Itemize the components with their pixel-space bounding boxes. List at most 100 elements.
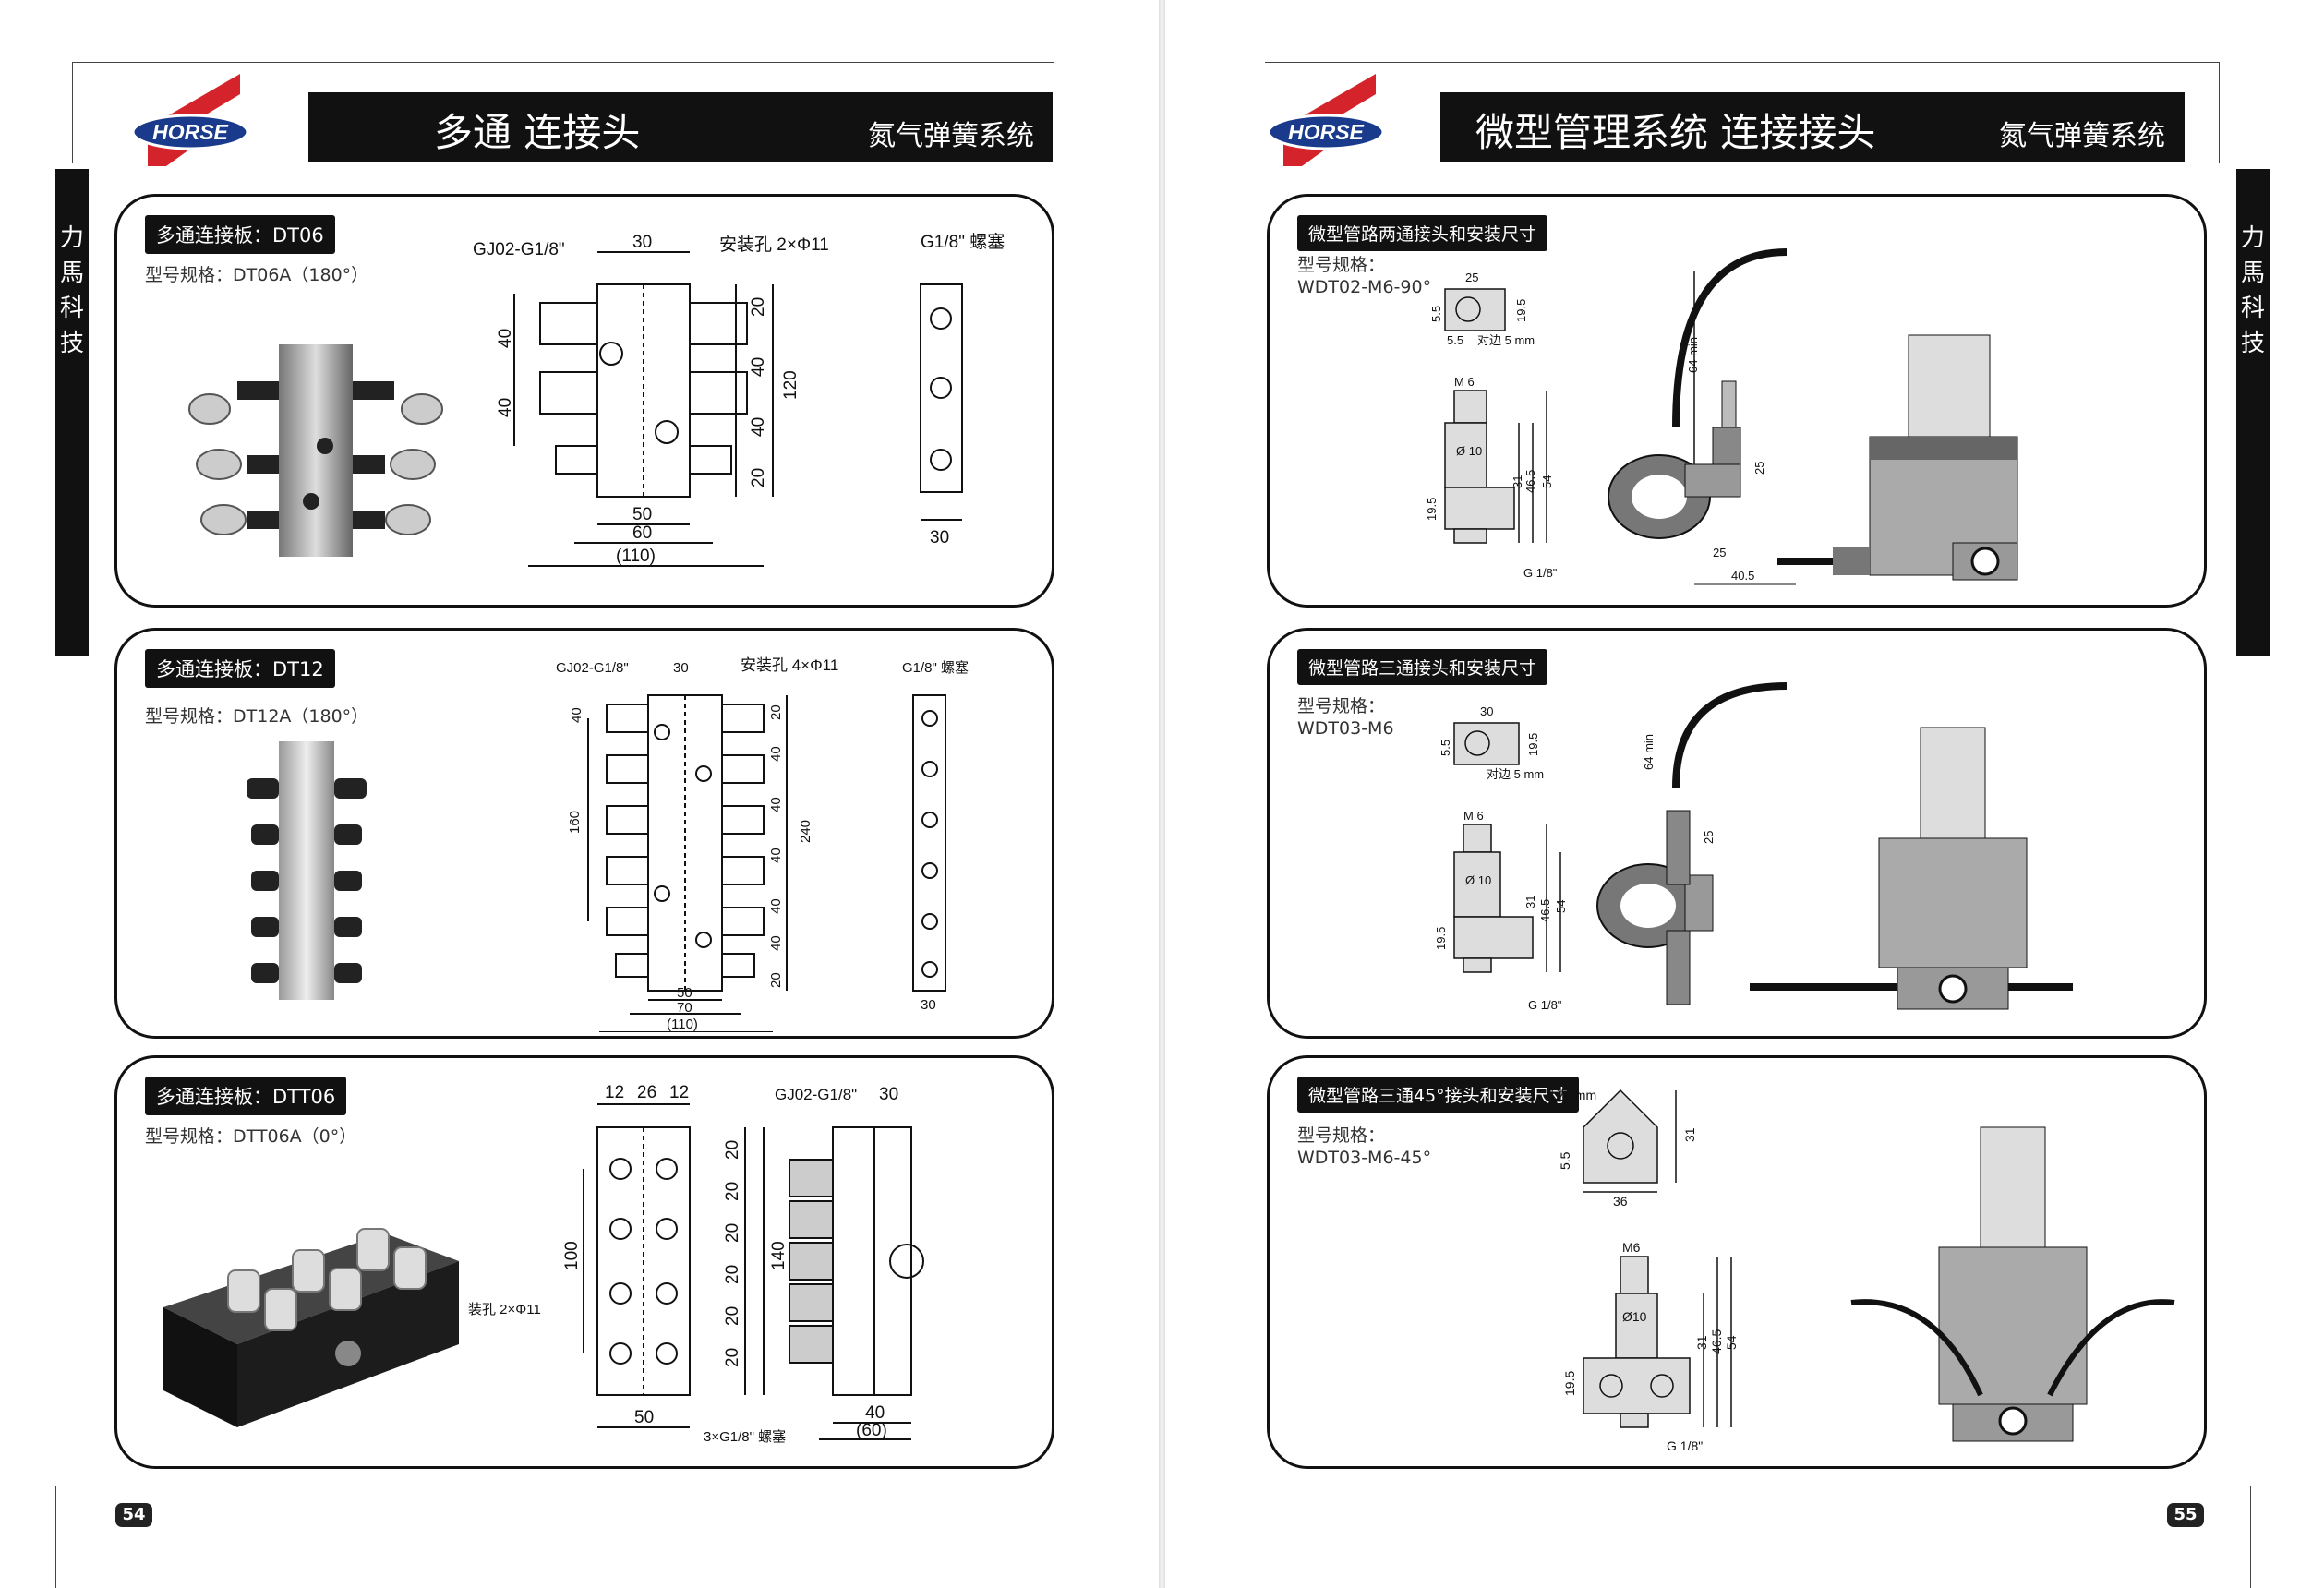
dimension-label: 30 (673, 660, 689, 676)
dimension-label: 20 (723, 1265, 742, 1284)
dimension-label: 30 (879, 1085, 898, 1104)
dimension-label: G1/8" 螺塞 (902, 659, 969, 676)
dimension-label: M6 (1622, 1240, 1641, 1255)
dimension-label: 40 (865, 1403, 885, 1423)
dimension-label: 对边 5 mm (1477, 333, 1535, 347)
horse-logo-icon: HORSE (131, 74, 249, 166)
dimension-label: G1/8" 螺塞 (921, 232, 1005, 252)
dimension-label: 20 (723, 1306, 742, 1326)
technical-drawing-dt12: GJ02-G1/8" 30 安装孔 4×Φ11 40 160 20 40 40 … (556, 656, 969, 1032)
dimension-label: 20 (723, 1140, 742, 1160)
dimension-label: 40 (768, 797, 784, 812)
panel-dt06: 多通连接板：DT06 型号规格：DT06A（180°） (114, 194, 1054, 608)
horse-logo-icon: HORSE (1267, 74, 1385, 166)
dimension-label: 46.5 (1538, 899, 1552, 922)
dimension-label: 安装孔 2×Φ11 (468, 1302, 541, 1317)
dimension-label: 40 (749, 417, 768, 437)
dimension-label: 40 (749, 357, 768, 377)
dimension-label: 20 (768, 972, 784, 988)
dimension-label: HORSE (1288, 120, 1364, 144)
dimension-label: 31 (1523, 896, 1537, 908)
dimension-label: 对边 5 mm (1487, 767, 1544, 781)
page-subtitle: 氮气弹簧系统 (868, 120, 1034, 152)
dimension-label: 20 (723, 1348, 742, 1367)
dimension-label: M 6 (1454, 375, 1475, 389)
dimension-label: 54 (1540, 475, 1554, 488)
right-header-bar: 微型管理系统 连接接头 氮气弹簧系统 (1440, 92, 2185, 162)
dimension-label: Ø 10 (1465, 873, 1491, 887)
product-tag: 多通连接板：DT06 (145, 215, 335, 254)
dimension-label: 25 (1465, 271, 1478, 284)
trim-line-right (2219, 62, 2220, 163)
dimension-label: G 1/8" (1528, 998, 1562, 1012)
page-number: 55 (2167, 1503, 2204, 1527)
dimension-label: 5.5 (1558, 1151, 1572, 1170)
dimension-label: 25 (1713, 546, 1726, 559)
dimension-label: 31 (1511, 475, 1524, 488)
dimension-label: 30 (930, 528, 949, 547)
dimension-label: 36 (1613, 1194, 1628, 1209)
dimension-label: 40 (496, 329, 515, 348)
panel-dtt06: 多通连接板：DTT06 型号规格：DTT06A（0°） (114, 1055, 1054, 1469)
product-tag: 微型管路三通接头和安装尺寸 (1297, 649, 1548, 685)
dimension-label: 54 (1554, 900, 1568, 913)
trim-line-top (72, 62, 1054, 63)
dimension-label: 20 (749, 468, 768, 487)
product-photo-dt12 (247, 741, 367, 1000)
product-spec: 型号规格：DTT06A（0°） (145, 1126, 357, 1147)
dimension-label: 25 (1702, 831, 1716, 844)
dimension-label: 40.5 (1731, 569, 1754, 583)
product-photo-dt06 (188, 344, 443, 557)
dimension-label: 20 (723, 1223, 742, 1243)
dimension-label: Ø10 (1622, 1309, 1647, 1324)
technical-drawing-dt06: GJ02-G1/8" 30 安装孔 2×Φ11 40 40 20 40 120 … (473, 232, 1005, 567)
dimension-label: 40 (768, 935, 784, 951)
product-spec: 型号规格： WDT03-M6-45° (1297, 1125, 1432, 1168)
dimension-label: GJ02-G1/8" (775, 1086, 857, 1103)
dimension-label: 19.5 (1434, 927, 1448, 950)
dimension-label: 100 (562, 1241, 582, 1270)
dimension-label: 160 (567, 811, 583, 834)
dimension-label: 安装孔 2×Φ11 (719, 235, 829, 255)
product-tag: 微型管路两通接头和安装尺寸 (1297, 215, 1548, 251)
dimension-label: 31 (1682, 1127, 1697, 1142)
dimension-label: GJ02-G1/8" (473, 240, 565, 259)
dimension-label: 25 (1752, 462, 1766, 475)
dimension-label: 19.5 (1526, 733, 1540, 756)
dimension-label: 20 (723, 1182, 742, 1201)
product-spec: 型号规格：DT06A（180°） (145, 265, 369, 285)
dimension-label: 50 (632, 505, 652, 524)
dimension-label: 5.5 (1447, 333, 1463, 347)
dimension-label: 64 min (1686, 337, 1700, 373)
dimension-label: 26 (637, 1083, 656, 1102)
dimension-label: 19.5 (1562, 1371, 1577, 1396)
product-spec: 型号规格： WDT03-M6 (1297, 696, 1394, 739)
dimension-label: 30 (1480, 704, 1493, 718)
dimension-label: 240 (798, 820, 813, 843)
dimension-label: 40 (768, 848, 784, 863)
left-page: HORSE 多通 连接头 氮气弹簧系统 力馬科技 多通连接板：DT06 型号规格… (0, 0, 1159, 1588)
dimension-label: 20 (749, 297, 768, 317)
page-spine (1159, 0, 1165, 1588)
dimension-label: 40 (569, 707, 584, 723)
product-spec: 型号规格：DT12A（180°） (145, 706, 369, 727)
left-header-bar: 多通 连接头 氮气弹簧系统 (308, 92, 1053, 162)
trim-line-bottom-left (55, 1486, 56, 1588)
product-tag: 微型管路三通45°接头和安装尺寸 (1297, 1077, 1579, 1113)
dimension-label: 46.5 (1709, 1329, 1724, 1354)
technical-drawing-wdt03-45: 对边5mm 5.5 36 31 M6 Ø10 31 46.5 54 19.5 G… (1547, 1088, 2175, 1453)
dimension-label: 50 (634, 1408, 654, 1427)
dimension-label: 30 (632, 233, 652, 252)
product-spec: 型号规格： WDT02-M6-90° (1297, 255, 1432, 297)
dimension-label: 安装孔 4×Φ11 (741, 656, 838, 674)
dimension-label: Ø 10 (1456, 444, 1482, 458)
dimension-label: GJ02-G1/8" (556, 660, 629, 676)
page-subtitle: 氮气弹簧系统 (1999, 120, 2165, 152)
panel-wdt02: 微型管路两通接头和安装尺寸 型号规格： WDT02-M6-90° (1267, 194, 2207, 608)
page-title: 多通 连接头 (434, 110, 641, 155)
technical-drawing-dtt06: 12 26 12 GJ02-G1/8" 30 20 20 20 20 20 20… (468, 1083, 924, 1445)
dimension-label: 20 (768, 704, 784, 720)
dimension-label: G 1/8" (1667, 1438, 1703, 1453)
dimension-label: 对边5mm (1547, 1088, 1596, 1102)
dimension-label: 40 (496, 398, 515, 417)
